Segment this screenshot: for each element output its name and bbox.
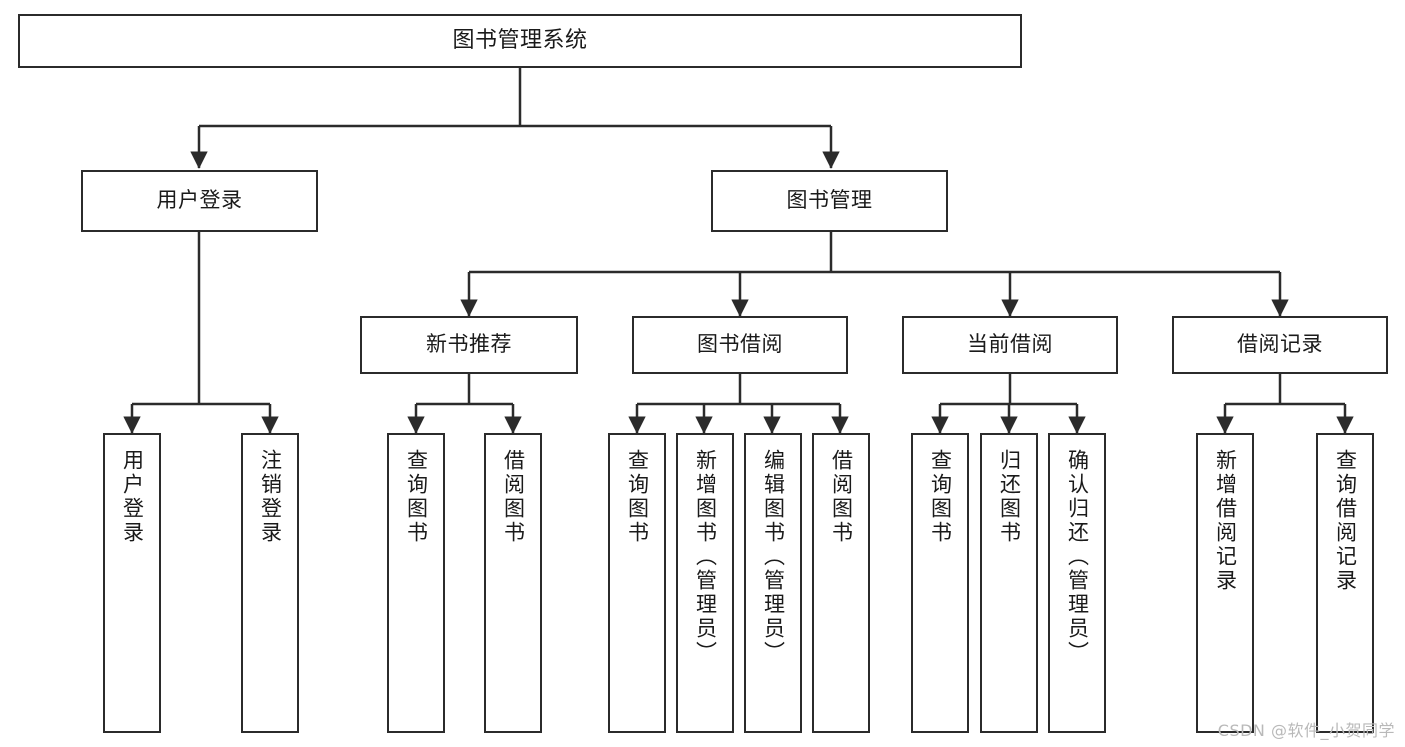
node-book-management-label: 图书管理: [786, 188, 873, 213]
node-leaf-add-record[interactable]: 新增借阅记录: [1196, 433, 1254, 733]
node-borrow-record-label: 借阅记录: [1237, 332, 1323, 357]
node-leaf-query-book-1-label: 查询图书: [404, 449, 429, 545]
node-leaf-logout-login-label: 注销登录: [258, 449, 283, 545]
node-leaf-user-login[interactable]: 用户登录: [103, 433, 161, 733]
node-leaf-borrow-book-2-label: 借阅图书: [829, 449, 854, 545]
node-current-borrow[interactable]: 当前借阅: [902, 316, 1118, 374]
node-leaf-add-book[interactable]: 新增图书（管理员）: [676, 433, 734, 733]
node-leaf-query-book-3[interactable]: 查询图书: [911, 433, 969, 733]
node-root-label: 图书管理系统: [452, 27, 588, 53]
node-leaf-confirm-return[interactable]: 确认归还（管理员）: [1048, 433, 1106, 733]
node-leaf-return-book-label: 归还图书: [997, 449, 1022, 545]
node-leaf-confirm-return-label: 确认归还（管理员）: [1065, 449, 1090, 665]
node-leaf-logout-login[interactable]: 注销登录: [241, 433, 299, 733]
node-leaf-query-record-label: 查询借阅记录: [1333, 449, 1358, 593]
node-leaf-query-book-2-label: 查询图书: [625, 449, 650, 545]
node-leaf-edit-book[interactable]: 编辑图书（管理员）: [744, 433, 802, 733]
node-leaf-edit-book-label: 编辑图书（管理员）: [761, 449, 786, 665]
node-user-login-label: 用户登录: [156, 188, 243, 213]
node-book-management[interactable]: 图书管理: [711, 170, 948, 232]
node-new-book-recommend[interactable]: 新书推荐: [360, 316, 578, 374]
node-leaf-return-book[interactable]: 归还图书: [980, 433, 1038, 733]
node-leaf-borrow-book-2[interactable]: 借阅图书: [812, 433, 870, 733]
node-leaf-query-record[interactable]: 查询借阅记录: [1316, 433, 1374, 733]
node-leaf-add-record-label: 新增借阅记录: [1213, 449, 1238, 593]
node-leaf-query-book-2[interactable]: 查询图书: [608, 433, 666, 733]
node-root[interactable]: 图书管理系统: [18, 14, 1022, 68]
node-leaf-add-book-label: 新增图书（管理员）: [693, 449, 718, 665]
node-book-borrow[interactable]: 图书借阅: [632, 316, 848, 374]
node-current-borrow-label: 当前借阅: [967, 332, 1053, 357]
node-leaf-user-login-label: 用户登录: [120, 449, 145, 545]
node-new-book-recommend-label: 新书推荐: [426, 332, 512, 357]
node-borrow-record[interactable]: 借阅记录: [1172, 316, 1388, 374]
node-leaf-query-book-3-label: 查询图书: [928, 449, 953, 545]
node-user-login[interactable]: 用户登录: [81, 170, 318, 232]
node-leaf-borrow-book-1[interactable]: 借阅图书: [484, 433, 542, 733]
node-leaf-borrow-book-1-label: 借阅图书: [501, 449, 526, 545]
node-book-borrow-label: 图书借阅: [697, 332, 783, 357]
node-leaf-query-book-1[interactable]: 查询图书: [387, 433, 445, 733]
csdn-watermark: CSDN @软件_小贺同学: [1217, 721, 1395, 740]
